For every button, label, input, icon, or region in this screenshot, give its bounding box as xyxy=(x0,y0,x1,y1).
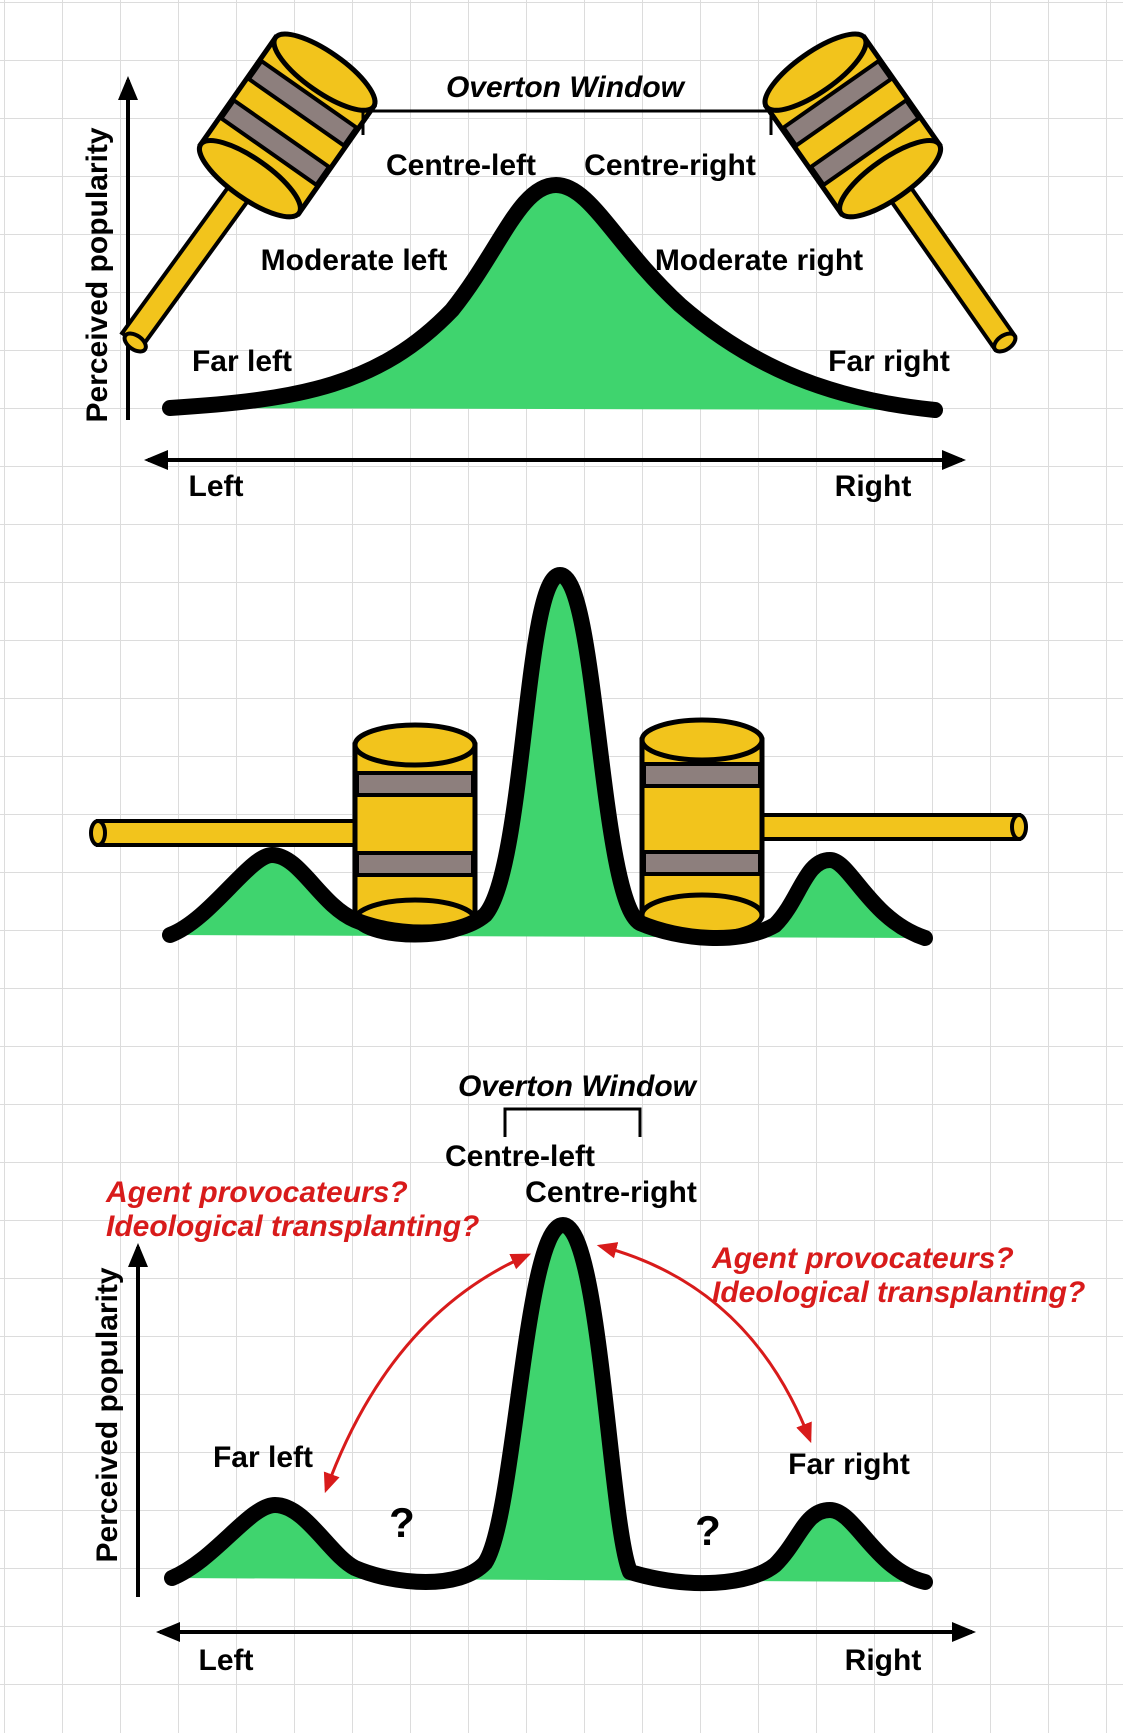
overton-window-label: Overton Window xyxy=(458,1070,698,1103)
squeezed-curve xyxy=(162,567,933,946)
overton-window-bracket xyxy=(361,109,773,135)
question-mark-right: ? xyxy=(695,1507,721,1554)
overton-window-label: Overton Window xyxy=(446,71,686,104)
polarized-curve xyxy=(164,1217,933,1592)
label-moderate-left: Moderate left xyxy=(261,244,448,277)
y-axis-label: Perceived popularity xyxy=(81,127,114,422)
panel-2-squeeze xyxy=(89,567,1028,946)
squeezed-curve-fill xyxy=(170,575,925,938)
label-moderate-right: Moderate right xyxy=(655,244,863,277)
label-centre-right: Centre-right xyxy=(525,1176,697,1209)
label-far-left: Far left xyxy=(192,345,292,378)
annotation-left-line2: Ideological transplanting? xyxy=(106,1210,479,1243)
annotation-right-line1: Agent provocateurs? xyxy=(711,1242,1014,1275)
y-axis-label: Perceived popularity xyxy=(91,1267,124,1562)
x-axis-right-label: Right xyxy=(845,1644,922,1677)
label-far-right: Far right xyxy=(788,1448,910,1481)
x-axis-left-label: Left xyxy=(189,470,244,503)
question-mark-left: ? xyxy=(389,1499,415,1546)
annotation-left-line1: Agent provocateurs? xyxy=(105,1176,408,1209)
bell-curve xyxy=(162,177,943,418)
label-centre-left: Centre-left xyxy=(445,1140,595,1173)
gavel-icon xyxy=(762,31,1018,354)
label-far-left: Far left xyxy=(213,1441,313,1474)
annotation-right-line2: Ideological transplanting? xyxy=(712,1276,1085,1309)
polarized-curve-fill xyxy=(172,1225,925,1584)
overton-window-bracket xyxy=(503,1107,642,1137)
gavel-icon xyxy=(119,31,378,354)
gavel-handle-right xyxy=(755,813,1021,841)
gavel-icon xyxy=(352,722,478,943)
panel-1-overton-window: Overton Window Centre-left Centre-right … xyxy=(81,31,1018,503)
influence-arrow-right xyxy=(596,1242,812,1444)
panel-3-aftermath: Overton Window Centre-left Centre-right … xyxy=(91,1070,1085,1677)
x-axis-right-label: Right xyxy=(835,470,912,503)
influence-arrow-left xyxy=(323,1253,532,1494)
label-centre-right: Centre-right xyxy=(584,149,756,182)
label-centre-left: Centre-left xyxy=(386,149,536,182)
gavel-icon xyxy=(639,717,765,938)
gavel-handle-left xyxy=(96,819,362,847)
x-axis-left-label: Left xyxy=(199,1644,254,1677)
label-far-right: Far right xyxy=(828,345,950,378)
